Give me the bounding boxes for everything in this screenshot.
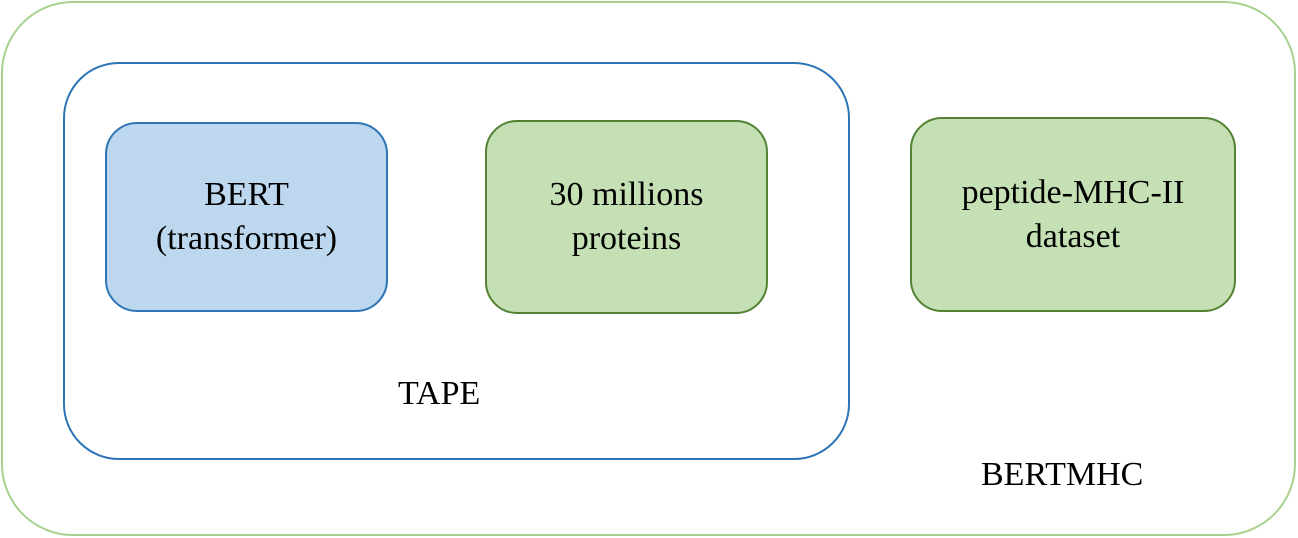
bert-transformer-text: BERT (transformer) <box>155 176 338 257</box>
peptide-mhc-dataset-text: peptide-MHC-II dataset <box>961 173 1185 255</box>
proteins-node: 30 millions proteins <box>485 120 768 314</box>
tape-label: TAPE <box>398 375 481 412</box>
bert-transformer-node: BERT (transformer) <box>105 122 388 312</box>
proteins-text: 30 millions proteins <box>549 176 704 257</box>
peptide-mhc-dataset-node: peptide-MHC-II dataset <box>910 117 1236 312</box>
bertmhc-label: BERTMHC <box>981 456 1144 493</box>
